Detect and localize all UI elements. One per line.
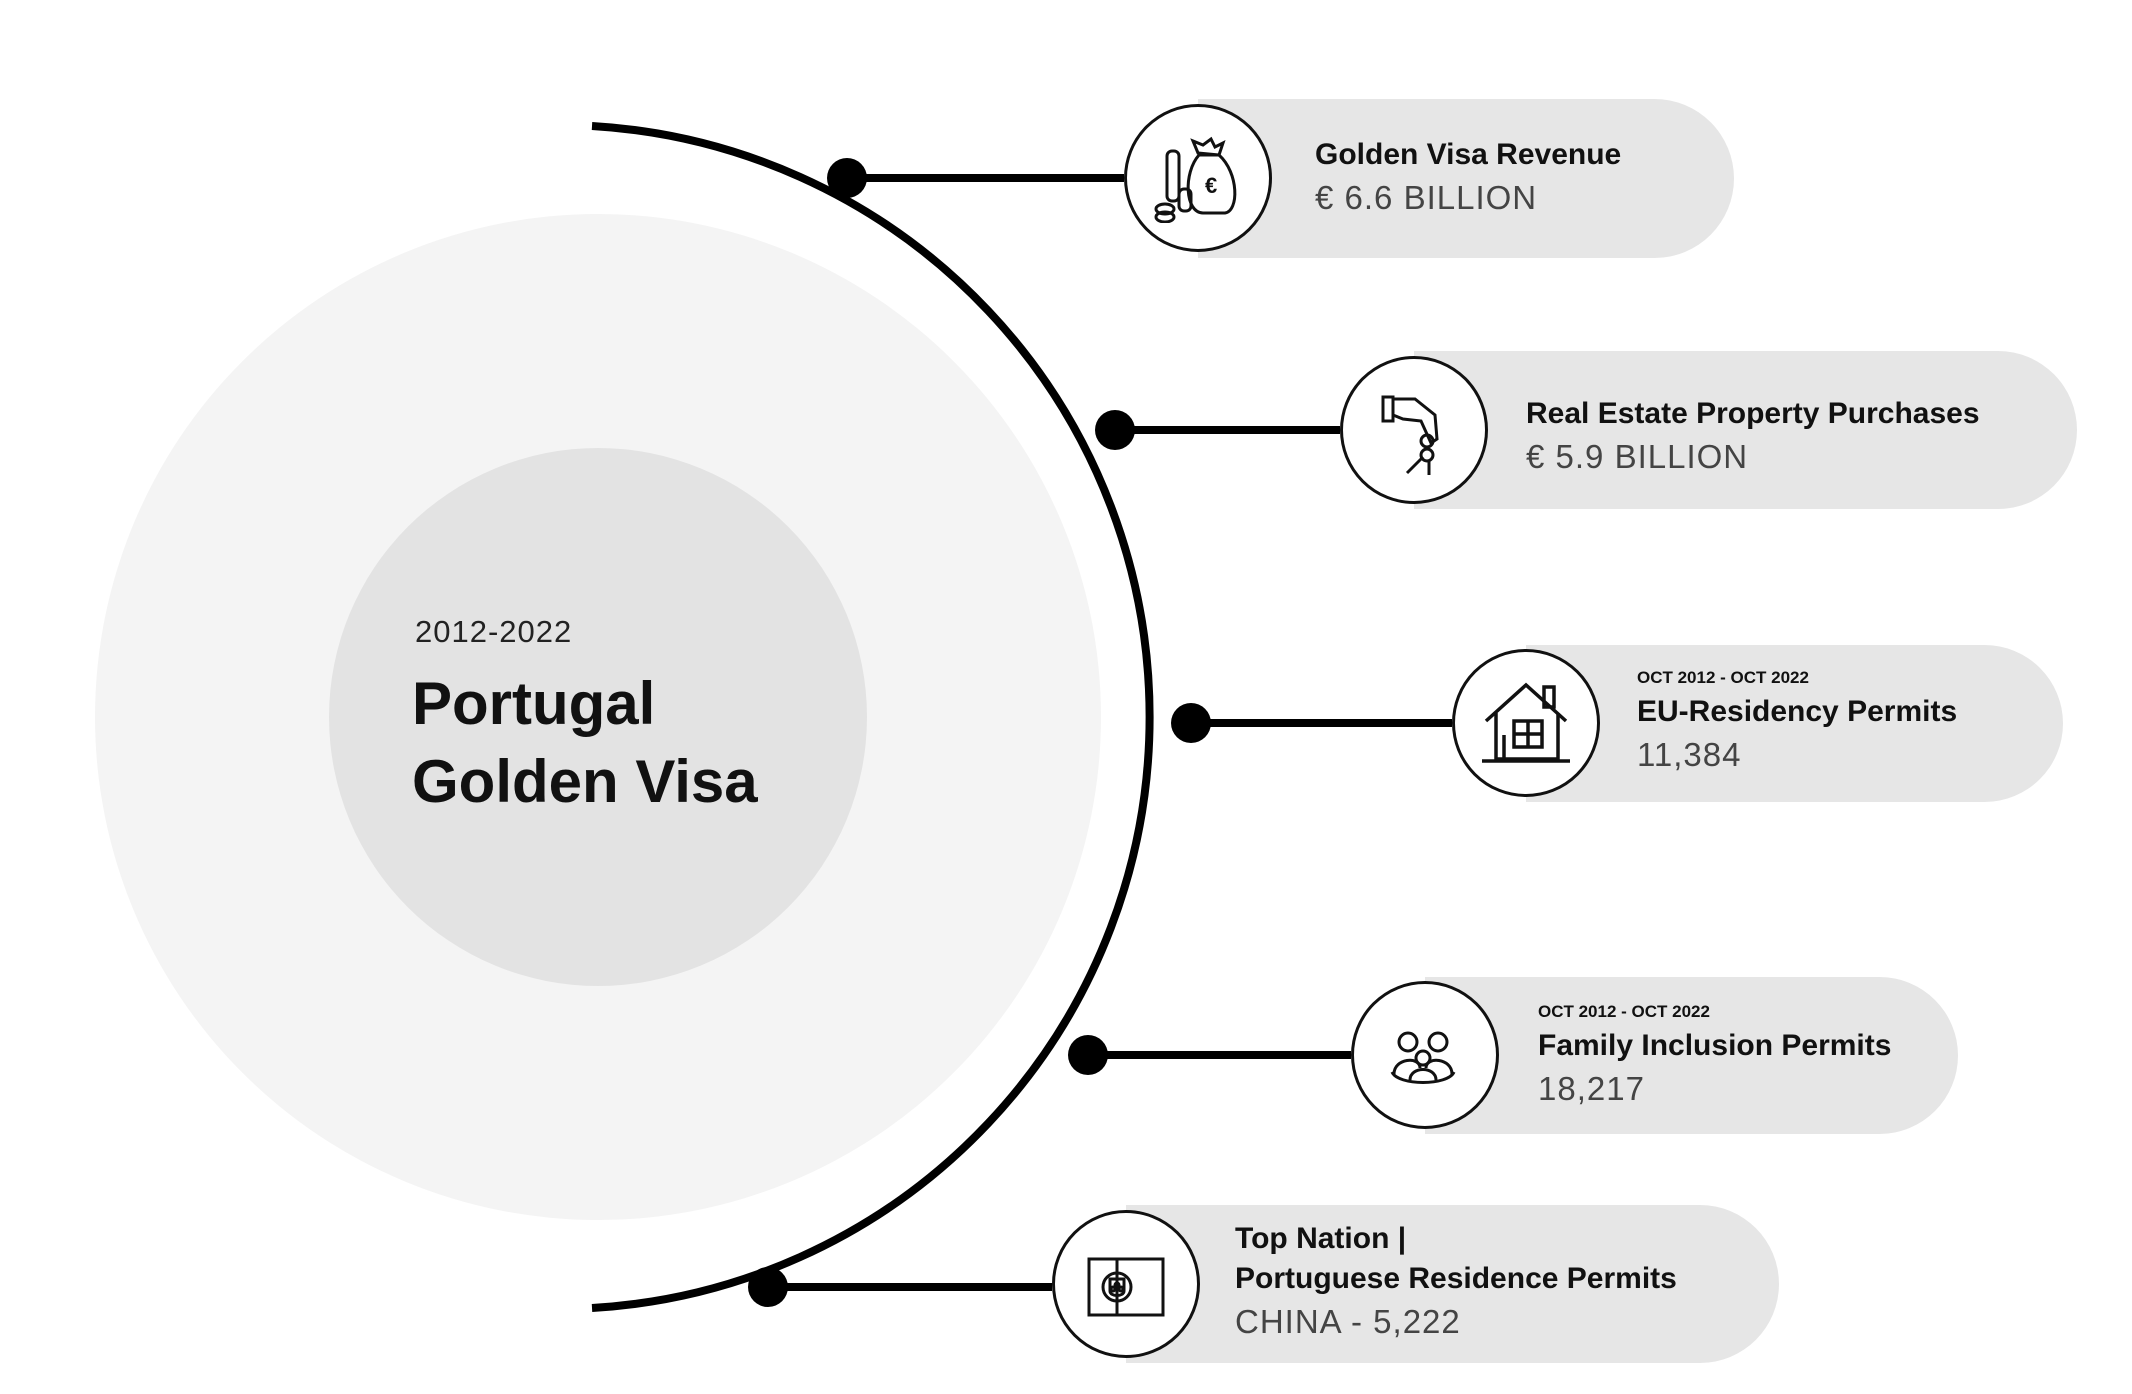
node-dot-1 xyxy=(827,158,867,198)
svg-text:€: € xyxy=(1205,173,1217,198)
node-dot-5 xyxy=(748,1267,788,1307)
pill-top-nation xyxy=(1126,1205,1779,1363)
item-value: 11,384 xyxy=(1637,736,1742,773)
pill-eu-residency xyxy=(1526,645,2063,802)
pill-family xyxy=(1425,977,1958,1134)
item-eu-residency: OCT 2012 - OCT 2022 EU-Residency Permits… xyxy=(1637,668,1957,778)
item-label: Golden Visa Revenue xyxy=(1315,138,1622,171)
house-icon xyxy=(1452,649,1600,797)
item-label-line-1: Top Nation | xyxy=(1235,1222,1407,1255)
family-icon xyxy=(1351,981,1499,1129)
period-label: 2012-2022 xyxy=(415,614,573,649)
item-top-nation: Top Nation | Portuguese Residence Permit… xyxy=(1235,1219,1677,1345)
node-dot-2 xyxy=(1095,410,1135,450)
item-value: € 5.9 BILLION xyxy=(1526,438,1749,475)
arc xyxy=(591,122,1154,1312)
item-value: 18,217 xyxy=(1538,1070,1645,1107)
item-label-line-2: Portuguese Residence Permits xyxy=(1235,1262,1677,1295)
inner-circle xyxy=(329,448,867,986)
item-family: OCT 2012 - OCT 2022 Family Inclusion Per… xyxy=(1538,1002,1891,1112)
item-date: OCT 2012 - OCT 2022 xyxy=(1637,668,1809,687)
item-label: EU-Residency Permits xyxy=(1637,695,1958,728)
item-value: CHINA - 5,222 xyxy=(1235,1303,1461,1340)
item-real-estate: Real Estate Property Purchases € 5.9 BIL… xyxy=(1526,394,1980,480)
main-title: Portugal Golden Visa xyxy=(412,665,758,821)
pill-real-estate xyxy=(1414,351,2077,509)
portugal-flag-icon xyxy=(1052,1210,1200,1358)
node-dot-3 xyxy=(1171,703,1211,743)
money-bag-euro-icon: € xyxy=(1124,104,1272,252)
item-value: € 6.6 BILLION xyxy=(1315,179,1538,216)
item-date: OCT 2012 - OCT 2022 xyxy=(1538,1002,1710,1021)
title-line-1: Portugal xyxy=(412,670,656,737)
item-label: Real Estate Property Purchases xyxy=(1526,397,1980,430)
title-line-2: Golden Visa xyxy=(412,748,758,815)
item-label: Family Inclusion Permits xyxy=(1538,1029,1892,1062)
item-revenue: Golden Visa Revenue € 6.6 BILLION xyxy=(1315,135,1621,221)
pill-revenue xyxy=(1198,99,1734,258)
node-dot-4 xyxy=(1068,1035,1108,1075)
hand-keys-icon xyxy=(1340,356,1488,504)
